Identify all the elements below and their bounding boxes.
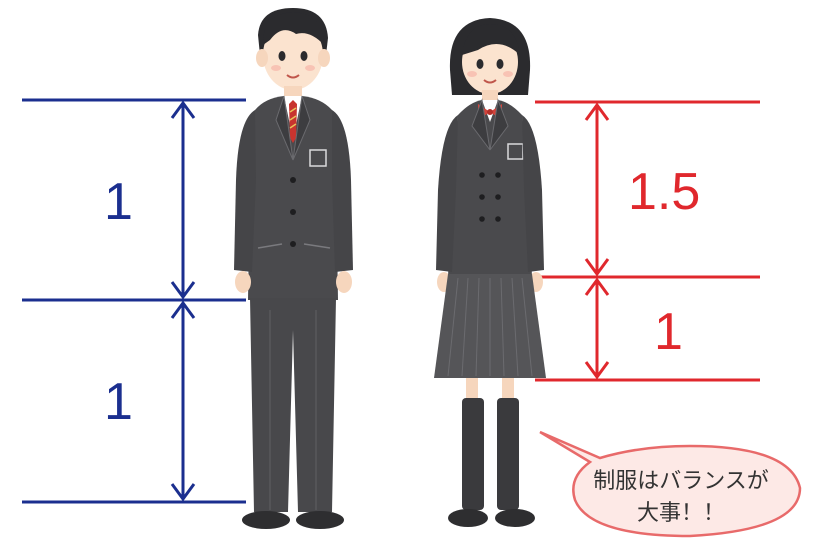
speech-bubble-text: 制服はバランスが 大事！！: [578, 466, 784, 530]
left-upper-ratio-label: 1: [104, 173, 133, 231]
boy-face: [263, 20, 323, 90]
right-lower-arrow: [584, 277, 610, 380]
right-lower-ratio-label: 1: [654, 303, 683, 361]
right-upper-arrow: [584, 102, 610, 277]
boy-figure: [234, 8, 353, 529]
left-lower-arrow: [170, 300, 196, 502]
left-measurement: [22, 98, 246, 504]
right-upper-ratio-label: 1.5: [628, 163, 701, 221]
speech-bubble: [539, 430, 802, 538]
right-measurement: [535, 100, 760, 382]
left-upper-arrow: [170, 100, 196, 300]
speech-bubble-line-2: 大事！！: [636, 501, 725, 526]
girl-figure: [434, 18, 546, 527]
left-lower-ratio-label: 1: [104, 373, 133, 431]
speech-bubble-line-1: 制服はバランスが: [593, 469, 769, 494]
